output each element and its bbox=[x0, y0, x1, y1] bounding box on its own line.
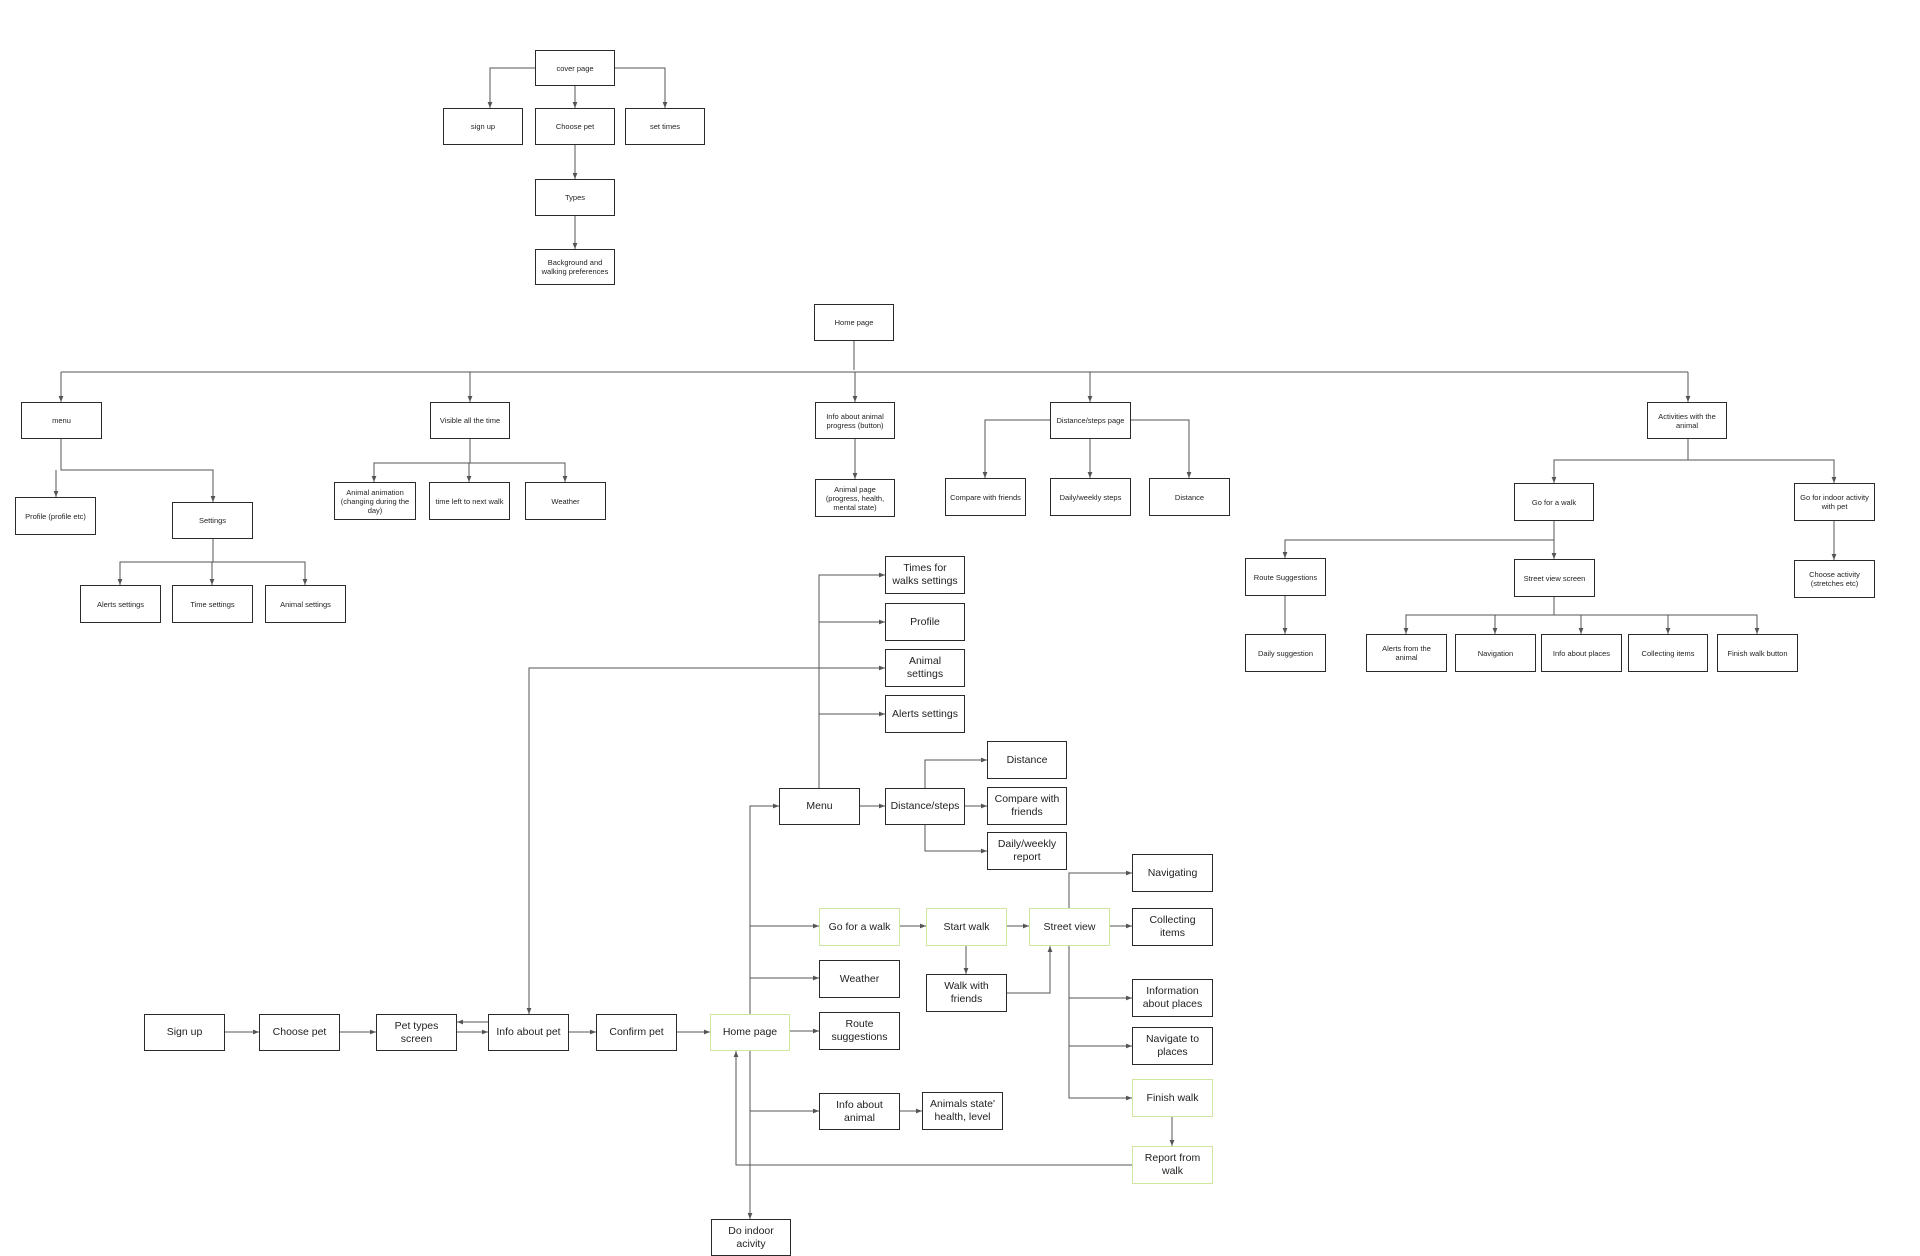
node-time-left-next-walk[interactable]: time left to next walk bbox=[429, 482, 510, 520]
node-alerts-settings-flow[interactable]: Alerts settings bbox=[885, 695, 965, 733]
edge-activities-indoor bbox=[1688, 459, 1837, 483]
node-daily-suggestion[interactable]: Daily suggestion bbox=[1245, 634, 1326, 672]
edge-dist-distance-flow bbox=[924, 757, 987, 788]
node-animal-settings-small[interactable]: Animal settings bbox=[265, 585, 346, 623]
node-choose-pet[interactable]: Choose pet bbox=[535, 108, 615, 145]
node-set-times[interactable]: set times bbox=[625, 108, 705, 145]
node-navigation[interactable]: Navigation bbox=[1455, 634, 1536, 672]
edge-dist-distance bbox=[1131, 419, 1192, 478]
edge-home-menu bbox=[749, 803, 779, 1014]
node-start-walk[interactable]: Start walk bbox=[926, 908, 1007, 946]
node-info-about-animal-progress[interactable]: Info about animal progress (button) bbox=[815, 402, 895, 439]
node-go-for-a-walk-small[interactable]: Go for a walk bbox=[1514, 483, 1594, 521]
node-time-settings[interactable]: Time settings bbox=[172, 585, 253, 623]
node-animals-state-health[interactable]: Animals state' health, level bbox=[922, 1092, 1003, 1130]
edge-cover-settimes bbox=[615, 67, 668, 108]
node-report-from-walk[interactable]: Report from walk bbox=[1132, 1146, 1213, 1184]
node-profile-small[interactable]: Profile (profile etc) bbox=[15, 497, 96, 535]
node-distance-flow[interactable]: Distance bbox=[987, 741, 1067, 779]
node-do-indoor-activity[interactable]: Do indoor acivity bbox=[711, 1219, 791, 1256]
edge-friends-street bbox=[1007, 946, 1053, 994]
node-finish-walk[interactable]: Finish walk bbox=[1132, 1079, 1213, 1117]
node-info-about-places[interactable]: Info about places bbox=[1541, 634, 1622, 672]
node-weather-flow[interactable]: Weather bbox=[819, 960, 900, 998]
node-animal-page[interactable]: Animal page (progress, health, mental st… bbox=[815, 479, 895, 517]
node-profile-flow[interactable]: Profile bbox=[885, 603, 965, 641]
node-distance-steps-page[interactable]: Distance/steps page bbox=[1050, 402, 1131, 439]
node-go-for-a-walk-flow[interactable]: Go for a walk bbox=[819, 908, 900, 946]
edge-settings-animal bbox=[213, 561, 308, 585]
node-route-suggestions-flow[interactable]: Route suggestions bbox=[819, 1012, 900, 1050]
node-background-preferences[interactable]: Background and walking preferences bbox=[535, 249, 615, 285]
node-weather-small[interactable]: Weather bbox=[525, 482, 606, 520]
node-compare-with-friends-flow[interactable]: Compare with friends bbox=[987, 787, 1067, 825]
node-information-about-places[interactable]: Information about places bbox=[1132, 979, 1213, 1017]
node-times-for-walks-settings[interactable]: Times for walks settings bbox=[885, 556, 965, 594]
node-info-about-pet[interactable]: Info about pet bbox=[488, 1014, 569, 1051]
node-daily-weekly-report[interactable]: Daily/weekly report bbox=[987, 832, 1067, 870]
node-choose-activity[interactable]: Choose activity (stretches etc) bbox=[1794, 560, 1875, 598]
edge-visible-weather bbox=[470, 462, 568, 482]
node-animal-animation[interactable]: Animal animation (changing during the da… bbox=[334, 482, 416, 520]
node-sign-up[interactable]: sign up bbox=[443, 108, 523, 145]
node-pet-types-screen[interactable]: Pet types screen bbox=[376, 1014, 457, 1051]
node-navigate-to-places[interactable]: Navigate to places bbox=[1132, 1027, 1213, 1065]
edge-street-infoplaces bbox=[1068, 946, 1132, 1001]
edge-menu-settings bbox=[60, 439, 216, 502]
edge-cover-signup bbox=[487, 67, 535, 108]
node-choose-pet-flow[interactable]: Choose pet bbox=[259, 1014, 340, 1051]
node-confirm-pet[interactable]: Confirm pet bbox=[596, 1014, 677, 1051]
node-visible-all-the-time[interactable]: Visible all the time bbox=[430, 402, 510, 439]
edge-dist-report bbox=[924, 825, 987, 854]
node-sign-up-flow[interactable]: Sign up bbox=[144, 1014, 225, 1051]
node-types[interactable]: Types bbox=[535, 179, 615, 216]
node-go-for-indoor-activity[interactable]: Go for indoor activity with pet bbox=[1794, 483, 1875, 521]
node-alerts-settings-small[interactable]: Alerts settings bbox=[80, 585, 161, 623]
edge-settings-alerts bbox=[117, 539, 214, 585]
node-street-view-flow[interactable]: Street view bbox=[1029, 908, 1110, 946]
node-settings[interactable]: Settings bbox=[172, 502, 253, 539]
edge-activities-walk bbox=[1551, 439, 1689, 483]
node-menu[interactable]: menu bbox=[21, 402, 102, 439]
edge-street-finish-flow bbox=[1068, 998, 1132, 1101]
node-compare-friends-small[interactable]: Compare with friends bbox=[945, 478, 1026, 516]
edge-dist-compare bbox=[982, 419, 1050, 478]
node-daily-weekly-steps[interactable]: Daily/weekly steps bbox=[1050, 478, 1131, 516]
node-alerts-from-animal[interactable]: Alerts from the animal bbox=[1366, 634, 1447, 672]
node-finish-walk-button[interactable]: Finish walk button bbox=[1717, 634, 1798, 672]
edge-street-alerts bbox=[1403, 597, 1555, 634]
node-info-about-animal-flow[interactable]: Info about animal bbox=[819, 1093, 900, 1130]
node-cover-page[interactable]: cover page bbox=[535, 50, 615, 86]
edge-street-collecting bbox=[1554, 614, 1671, 634]
node-navigating[interactable]: Navigating bbox=[1132, 854, 1213, 892]
node-activities-with-animal[interactable]: Activities with the animal bbox=[1647, 402, 1727, 439]
edge-street-navigating bbox=[1068, 870, 1132, 908]
node-street-view-screen[interactable]: Street view screen bbox=[1514, 559, 1595, 597]
node-walk-with-friends[interactable]: Walk with friends bbox=[926, 974, 1007, 1012]
node-animal-settings-flow[interactable]: Animal settings bbox=[885, 649, 965, 687]
node-home-page[interactable]: Home page bbox=[814, 304, 894, 341]
node-distance-steps-flow[interactable]: Distance/steps bbox=[885, 788, 965, 825]
edge-menu-times bbox=[818, 572, 885, 788]
node-distance-small[interactable]: Distance bbox=[1149, 478, 1230, 516]
node-route-suggestions-small[interactable]: Route Suggestions bbox=[1245, 558, 1326, 596]
node-menu-flow[interactable]: Menu bbox=[779, 788, 860, 825]
node-home-page-flow[interactable]: Home page bbox=[710, 1014, 790, 1051]
node-collecting-items-small[interactable]: Collecting items bbox=[1628, 634, 1708, 672]
edge-visible-animation bbox=[371, 439, 471, 482]
edge-walk-route bbox=[1282, 521, 1555, 558]
edge-street-finish bbox=[1668, 614, 1760, 634]
node-collecting-items-flow[interactable]: Collecting items bbox=[1132, 908, 1213, 946]
